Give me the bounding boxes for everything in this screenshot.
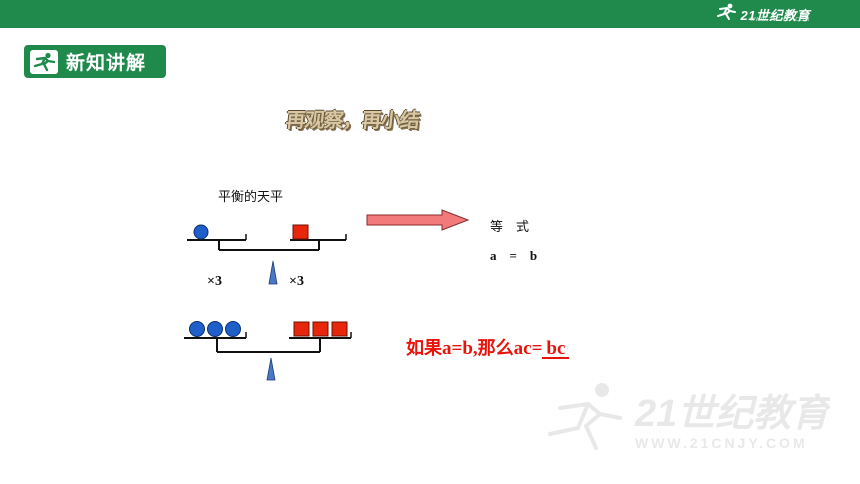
conclusion-blank: bc bbox=[542, 339, 570, 359]
brand-logo: 21世纪教育 bbox=[715, 3, 810, 25]
watermark: 21世纪教育 WWW.21CNJY.COM bbox=[540, 378, 835, 462]
cube bbox=[331, 321, 348, 337]
scale-caption: 平衡的天平 bbox=[218, 190, 284, 205]
ball bbox=[193, 224, 209, 240]
conclusion-middle: 那么 bbox=[477, 338, 514, 359]
ball bbox=[207, 321, 223, 337]
fulcrum bbox=[266, 357, 276, 381]
multiplier-right: ×3 bbox=[289, 274, 304, 289]
runner-icon bbox=[30, 49, 58, 74]
conclusion-statement: 如果a=b,那么ac=bc bbox=[406, 334, 570, 360]
watermark-runner-icon bbox=[548, 383, 622, 450]
cube bbox=[292, 224, 309, 240]
conclusion-prefix: 如果 bbox=[406, 338, 442, 359]
conclusion-left: ac= bbox=[513, 338, 543, 359]
multiplier-left: ×3 bbox=[207, 274, 222, 289]
watermark-url: WWW.21CNJY.COM bbox=[635, 435, 808, 451]
equation-expression: a = b bbox=[490, 248, 538, 263]
runner-logo-icon bbox=[715, 3, 737, 25]
balance-scale-1 bbox=[187, 224, 347, 285]
right-arrow-icon bbox=[366, 209, 470, 231]
watermark-text: 21世纪教育 bbox=[634, 393, 830, 435]
equation-title: 等 式 bbox=[490, 220, 530, 235]
top-bar bbox=[0, 0, 860, 28]
brand-url: WWW.21CNJY.COM bbox=[749, 17, 810, 23]
brand-name: 21世纪教育 bbox=[740, 7, 810, 23]
balance-scale-2 bbox=[184, 321, 352, 381]
fulcrum bbox=[268, 260, 278, 285]
ball bbox=[189, 321, 205, 337]
ball bbox=[225, 321, 241, 337]
section-badge: 新知讲解 bbox=[24, 45, 166, 78]
section-label: 新知讲解 bbox=[66, 52, 147, 74]
cube bbox=[293, 321, 310, 337]
conclusion-condition: a=b, bbox=[442, 338, 478, 359]
cube bbox=[312, 321, 329, 337]
